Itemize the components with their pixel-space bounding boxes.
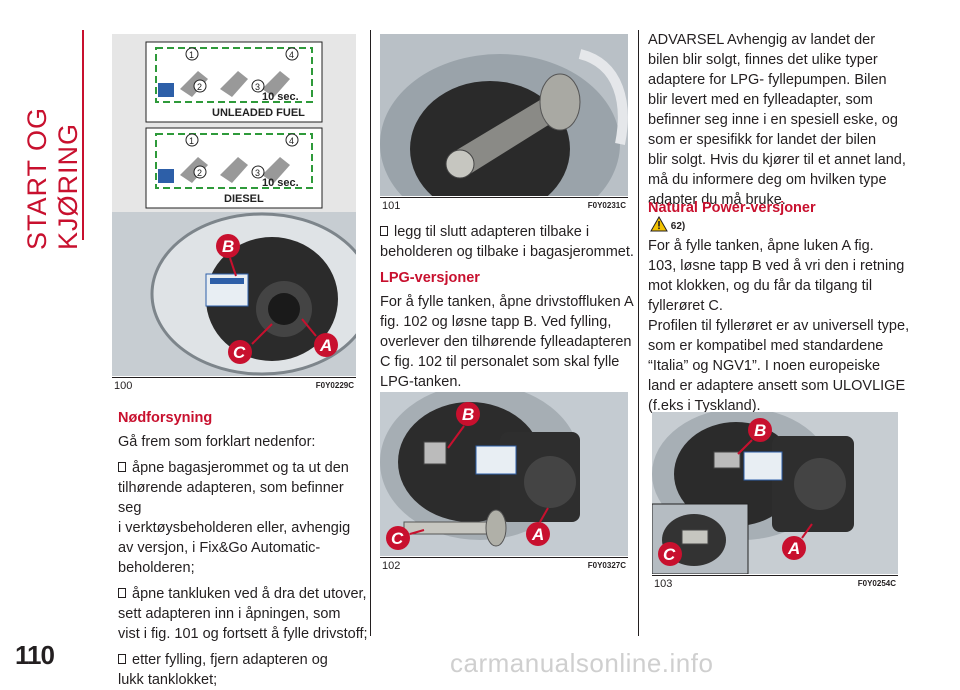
callout-b: B xyxy=(456,402,480,426)
figure-103-image: B C A xyxy=(652,412,898,574)
timer-label: 10 sec. xyxy=(262,91,299,103)
figure-code: F0Y0254C xyxy=(857,579,896,588)
diesel-label: DIESEL xyxy=(224,193,264,205)
figure-code: F0Y0231C xyxy=(587,201,626,210)
section-title: START OG KJØRING xyxy=(22,106,83,250)
page-number: 110 xyxy=(15,640,55,670)
callout-c: C xyxy=(658,542,682,566)
bullet-square-icon xyxy=(118,588,126,598)
svg-text:A: A xyxy=(787,539,800,558)
figure-caption: 101 F0Y0231C xyxy=(380,197,628,214)
figure-number: 103 xyxy=(654,578,673,590)
svg-text:B: B xyxy=(462,405,474,424)
callout-c: C xyxy=(386,526,410,550)
figure-caption: 100 F0Y0229C xyxy=(112,377,356,394)
heading-lpg: LPG-versjoner xyxy=(380,270,480,286)
col1-body: Gå frem som forklart nedenfor: åpne baga… xyxy=(118,432,368,690)
figure-100: 1 2 3 4 10 sec. UNLEADED FUEL 1 2 3 4 10… xyxy=(112,34,356,394)
svg-text:C: C xyxy=(391,529,404,548)
column-divider xyxy=(370,30,371,636)
callout-a: A xyxy=(782,536,806,560)
bullet-square-icon xyxy=(118,654,126,664)
col3-paragraph: For å fylle tanken, åpne luken A fig.103… xyxy=(648,238,910,414)
figure-102: B C A 102 F0Y0327C xyxy=(380,392,628,574)
column-divider xyxy=(638,30,639,636)
col2-bullet: legg til slutt adapteren tilbake i behol… xyxy=(380,224,634,260)
section-divider xyxy=(82,30,84,240)
adapter-insert-photo xyxy=(380,34,628,196)
figure-101: 101 F0Y0231C xyxy=(380,34,628,214)
figure-103: B C A 103 F0Y0254C xyxy=(652,412,898,592)
figure-number: 101 xyxy=(382,200,401,212)
svg-text:B: B xyxy=(222,237,234,256)
step-label: 1 xyxy=(189,136,194,146)
figure-caption: 103 F0Y0254C xyxy=(652,575,898,592)
step-label: 2 xyxy=(197,168,202,178)
bullet-square-icon xyxy=(380,226,388,236)
step-label: 1 xyxy=(189,50,194,60)
step-label: 4 xyxy=(289,136,294,146)
figure-102-image: B C A xyxy=(380,392,628,556)
svg-text:A: A xyxy=(319,336,332,355)
bullet-square-icon xyxy=(118,462,126,472)
callout-c: C xyxy=(228,340,252,364)
callout-b: B xyxy=(748,418,772,442)
bullet-item: åpne bagasjerommet og ta ut den tilhøren… xyxy=(118,460,351,576)
unleaded-fuel-label: UNLEADED FUEL xyxy=(212,107,305,119)
step-label: 3 xyxy=(255,82,260,92)
warning-triangle-icon xyxy=(650,216,668,232)
watermark: carmanualsonline.info xyxy=(450,648,714,678)
figure-100-image: 1 2 3 4 10 sec. UNLEADED FUEL 1 2 3 4 10… xyxy=(112,34,356,376)
svg-text:A: A xyxy=(531,525,544,544)
figure-code: F0Y0327C xyxy=(587,561,626,570)
figure-number: 102 xyxy=(382,560,401,572)
svg-text:C: C xyxy=(663,545,676,564)
intro-text: Gå frem som forklart nedenfor: xyxy=(118,434,316,450)
warning-reference: 62) xyxy=(650,216,685,232)
callout-b: B xyxy=(216,234,240,258)
col2-paragraph: For å fylle tanken, åpne drivstoffluken … xyxy=(380,294,634,390)
step-label: 4 xyxy=(289,50,294,60)
svg-text:C: C xyxy=(233,343,246,362)
step-label: 3 xyxy=(255,168,260,178)
callout-a: A xyxy=(526,522,550,546)
heading-natural-power: Natural Power-versjoner xyxy=(648,200,816,216)
bullet-item: etter fylling, fjern adapteren og lukk t… xyxy=(118,652,328,688)
callout-a: A xyxy=(314,333,338,357)
svg-text:B: B xyxy=(754,421,766,440)
step-label: 2 xyxy=(197,82,202,92)
figure-number: 100 xyxy=(114,380,133,392)
figure-code: F0Y0229C xyxy=(315,381,354,390)
figure-caption: 102 F0Y0327C xyxy=(380,557,628,574)
figure-101-image xyxy=(380,34,628,196)
fuel-adapter-illustration: 1 2 3 4 10 sec. UNLEADED FUEL 1 2 3 4 10… xyxy=(112,34,356,376)
cng-filler-photo: B C A xyxy=(652,412,898,574)
lpg-filler-photo: B C A xyxy=(380,392,628,556)
bullet-item: åpne tankluken ved å dra det utover, set… xyxy=(118,586,368,642)
heading-emergency-fueling: Nødforsyning xyxy=(118,410,213,426)
timer-label: 10 sec. xyxy=(262,177,299,189)
